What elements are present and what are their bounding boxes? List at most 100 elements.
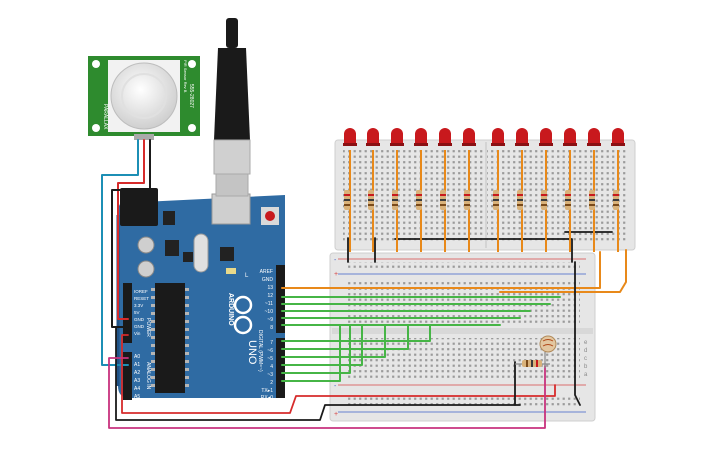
chip-pins — [151, 288, 189, 387]
row-letter-b: b — [584, 364, 588, 370]
usb-jack — [211, 193, 251, 225]
usb-cable[interactable] — [213, 18, 251, 197]
row-letter-c: c — [584, 356, 587, 362]
wire-pin13-a — [281, 251, 601, 289]
analog-pin-labels: A0 A1 A2 A3 A4 A5 — [134, 354, 140, 400]
pin-a5: A5 — [134, 394, 140, 400]
row-letter-e: e — [584, 340, 588, 346]
pin-11: ~11 — [265, 301, 273, 307]
pir-sensor[interactable]: PARALLAX 555-28027 PIR Sensor Rev B — [88, 56, 200, 140]
row-letter-d: d — [584, 348, 587, 354]
pin-8: 8 — [270, 325, 273, 331]
pin-7: 7 — [270, 340, 273, 346]
crystal — [193, 233, 209, 273]
pin-a3: A3 — [134, 378, 140, 384]
led-array — [343, 128, 625, 252]
arduino-model-text: UNO — [246, 340, 258, 365]
arduino-uno[interactable]: L ARDUINO UNO IOREF RESET 3.3V 5V GND GN… — [116, 188, 285, 401]
pin-3v3: 3.3V — [134, 303, 143, 308]
wire-pin6 — [281, 325, 409, 350]
pir-right-text2: PIR Sensor Rev B — [183, 60, 188, 93]
photoresistor — [539, 335, 557, 368]
led-9 — [540, 128, 552, 144]
top-breadboard — [334, 139, 636, 251]
wire-pin13-b — [499, 249, 627, 293]
power-header — [123, 283, 132, 343]
pir-left-text: PARALLAX — [102, 104, 108, 130]
pin-tx1: TX▸1 — [261, 388, 273, 394]
led-10 — [564, 128, 576, 144]
led-11 — [588, 128, 600, 144]
digital-pin-labels-top: AREF GND 13 12 ~11 ~10 ~9 8 — [260, 269, 274, 331]
led-2 — [367, 128, 379, 144]
pin-5: ~5 — [267, 356, 273, 362]
led-4 — [415, 128, 427, 144]
bottom-wire-red — [121, 334, 556, 414]
wire-pin3 — [281, 325, 351, 374]
pin-vin: Vin — [134, 331, 141, 336]
digital-header-bottom — [276, 338, 285, 398]
pir-wire-red — [117, 139, 145, 320]
pin-reset: RESET — [134, 296, 149, 301]
capacitor-2 — [137, 260, 155, 278]
wire-pin4 — [281, 325, 363, 366]
pin-10: ~10 — [265, 309, 274, 315]
arduino-logo: ARDUINO UNO — [227, 293, 258, 365]
digital-header-label: DIGITAL (PWM=~) — [257, 330, 263, 372]
rail-plus-label-bottom: + — [334, 411, 338, 418]
led-12 — [612, 128, 624, 144]
pin-5v: 5V — [134, 310, 140, 315]
digital-pin-labels-bottom: 7 ~6 ~5 4 ~3 2 TX▸1 RX◂0 — [261, 340, 273, 401]
power-jack — [120, 188, 158, 226]
row-letters: a b c d e — [584, 340, 588, 378]
led-1 — [344, 128, 356, 144]
digital-header-top — [276, 265, 285, 333]
power-header-label: POWER — [145, 318, 151, 337]
rail-minus-label-top: - — [334, 257, 337, 264]
pin-gnd-1: GND — [134, 317, 145, 322]
resistor-array — [344, 190, 619, 210]
pin-a4: A4 — [134, 386, 140, 392]
pin-13: 13 — [267, 285, 273, 291]
rail-minus-label-bottom: - — [334, 383, 337, 390]
wire-pin7 — [281, 325, 431, 342]
led-6 — [463, 128, 475, 144]
led-5 — [439, 128, 451, 144]
pin-aref: AREF — [260, 269, 273, 275]
analog-header-label: ANALOG IN — [145, 362, 151, 390]
pir-wire-cyan — [101, 139, 139, 366]
pir-right-text: 555-28027 — [188, 84, 194, 108]
pin-a1: A1 — [134, 362, 140, 368]
pin-ioref: IOREF — [134, 289, 148, 294]
bottom-wire-black — [115, 326, 521, 421]
led-7 — [492, 128, 504, 144]
pin-a0: A0 — [134, 354, 140, 360]
atmega-chip — [155, 283, 185, 393]
wire-pin5 — [281, 325, 386, 358]
power-pin-labels: IOREF RESET 3.3V 5V GND GND Vin — [134, 289, 149, 336]
rail-plus-label-top: + — [334, 271, 338, 278]
l-led-label: L — [245, 273, 249, 279]
pin-3: ~3 — [267, 372, 273, 378]
pin-12: 12 — [267, 293, 273, 299]
pin-9: ~9 — [267, 317, 273, 323]
bottom-wire-magenta — [108, 357, 546, 429]
pin-2: 2 — [270, 380, 273, 386]
pir-dome — [110, 62, 178, 130]
pin-gnd-top: GND — [262, 277, 274, 283]
pin-gnd-2: GND — [134, 324, 145, 329]
capacitor-1 — [137, 236, 155, 254]
main-gnd-wire — [574, 261, 581, 406]
led-3 — [391, 128, 403, 144]
reset-button[interactable] — [265, 211, 275, 221]
arduino-logo-text: ARDUINO — [227, 293, 234, 326]
wire-pin2 — [281, 325, 341, 382]
pin-6: ~6 — [267, 348, 273, 354]
analog-header — [123, 352, 132, 400]
led-8 — [516, 128, 528, 144]
pin-4: 4 — [270, 364, 273, 370]
pin-rx0: RX◂0 — [261, 395, 273, 401]
row-letter-a: a — [584, 372, 588, 378]
ldr-resistor — [515, 360, 550, 367]
